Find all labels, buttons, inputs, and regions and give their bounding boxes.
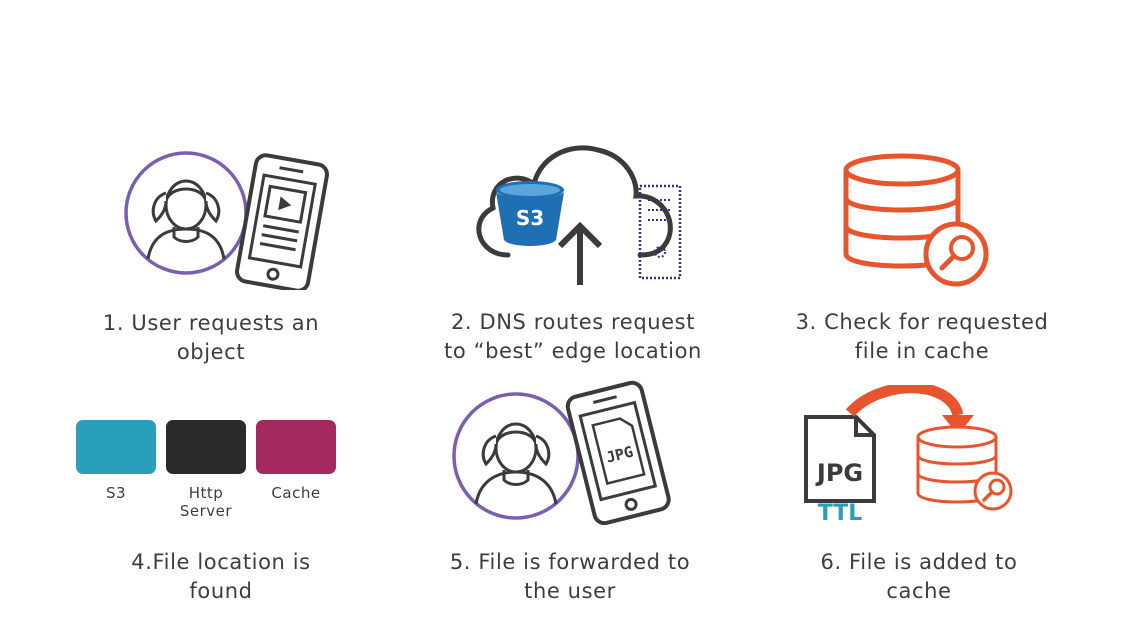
server-icon [638, 184, 682, 280]
file-forward-icon: JPG [452, 380, 671, 525]
file-added-to-cache-icon: JPG TTL [804, 385, 1013, 525]
step-4-caption: 4.File location is found [131, 550, 311, 603]
step-5-caption: 5. File is forwarded to the user [449, 550, 691, 603]
legend-swatch-http-server [166, 420, 246, 474]
dns-routing-icon: S3 [476, 145, 682, 285]
jpg-file-icon: JPG TTL [804, 415, 876, 525]
legend-label-http-server: Http Server [179, 484, 233, 520]
user-request-icon [124, 151, 329, 290]
step-2-caption: 2. DNS routes request to “best” edge loc… [444, 310, 702, 363]
s3-bucket-icon: S3 [496, 181, 564, 246]
step-6-caption: 6. File is added to cache [820, 550, 1018, 603]
cache-check-icon [843, 153, 989, 287]
phone-icon: JPG [565, 380, 671, 525]
ttl-label: TTL [818, 501, 863, 525]
up-arrow-icon [557, 221, 603, 285]
play-icon [278, 196, 292, 211]
legend-label-s3: S3 [105, 484, 127, 502]
magnifier-icon [973, 471, 1013, 511]
user-avatar-icon [452, 392, 580, 520]
legend-swatch-s3 [76, 420, 156, 474]
file-label: JPG [815, 459, 863, 487]
legend-swatch-cache [256, 420, 336, 474]
step-1-caption: 1. User requests an object [102, 311, 320, 364]
step-3-caption: 3. Check for requested file in cache [795, 310, 1049, 363]
magnifier-icon [923, 221, 989, 287]
jpg-file-icon [591, 417, 646, 486]
legend-label-cache: Cache [271, 484, 321, 502]
user-avatar-icon [124, 151, 248, 275]
phone-icon [235, 153, 329, 290]
s3-bucket-label: S3 [516, 206, 544, 230]
curved-arrow-icon [845, 385, 974, 435]
